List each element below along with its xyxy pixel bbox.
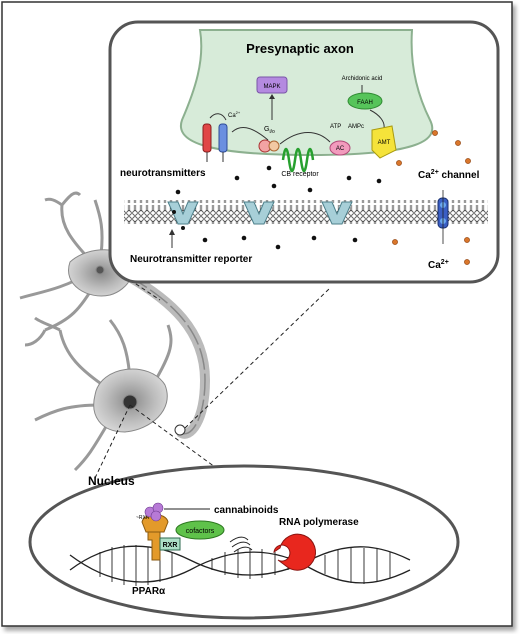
neurotransmitters-label: neurotransmitters [120,168,206,179]
ampc-label: AMPc [348,124,364,130]
cb-receptor-label: CB receptor [281,171,319,178]
amt-label: AMT [378,140,391,146]
amt-transporter [371,125,397,159]
transporters [167,201,353,225]
rna-polymerase [273,533,317,571]
mapk-arrowhead [269,94,275,99]
nucleus-panel: Nucleus [28,464,460,620]
nucleus-title: Nucleus [88,474,135,488]
reporter-arrowhead [169,229,175,235]
ac-label: AC [336,146,345,152]
dna-helix [69,545,411,586]
gio-to-ac [279,132,331,145]
ppar-ligand-pocket [141,514,169,533]
g-protein-beta [268,140,280,152]
ppar-tag: ~RXR [136,515,150,521]
neurotransmitter-dots-top [175,165,382,195]
cofactors-label: cofactors [186,528,215,535]
ca-inner-label: Ca2+ [228,110,241,119]
ca-outside-label: Ca2+ [428,259,449,271]
ca-arc-arrow [209,113,227,121]
neuron-illustration [19,191,211,472]
faah-arrow [369,109,385,129]
presynaptic-title: Presynaptic axon [246,41,354,56]
cannabinoids-label: cannabinoids [214,505,279,516]
mapk-box [256,76,288,94]
ca-channel-label: Ca2+ channel [418,169,480,181]
neurotransmitter-reporter-label: Neurotransmitter reporter [130,254,252,265]
faah-enzyme [347,92,383,110]
neurotransmitter-dots-bottom [202,235,358,250]
gio-label: Gi/o [264,126,275,135]
rna-polymerase-label: RNA polymerase [279,517,359,528]
mapk-label: MAPK [263,84,280,90]
faah-label: FAAH [357,100,373,106]
ca-dots-bottom [392,237,470,265]
motion-lines [229,536,253,553]
transporter-dots [172,210,185,230]
presynaptic-panel: Presynaptic axon MAPK Archidonic acid FA… [108,20,500,284]
rxr-box [159,537,181,551]
cb-receptor-coil [281,147,315,173]
cofactors-blob [175,520,225,540]
blue-channel [218,123,228,153]
cannabinoid-cluster [144,502,164,522]
red-channel [202,123,212,153]
zoom-lines [94,279,331,479]
atp-label: ATP [330,124,341,130]
ac-enzyme [329,140,351,156]
ppar-label: PPARα [132,586,166,597]
rxr-label: RXR [163,542,178,549]
gio-to-channel [231,127,269,141]
arachidonic-acid-label: Archidonic acid [342,76,383,82]
ca-dots-top [396,130,471,166]
axon-terminal [179,29,434,157]
